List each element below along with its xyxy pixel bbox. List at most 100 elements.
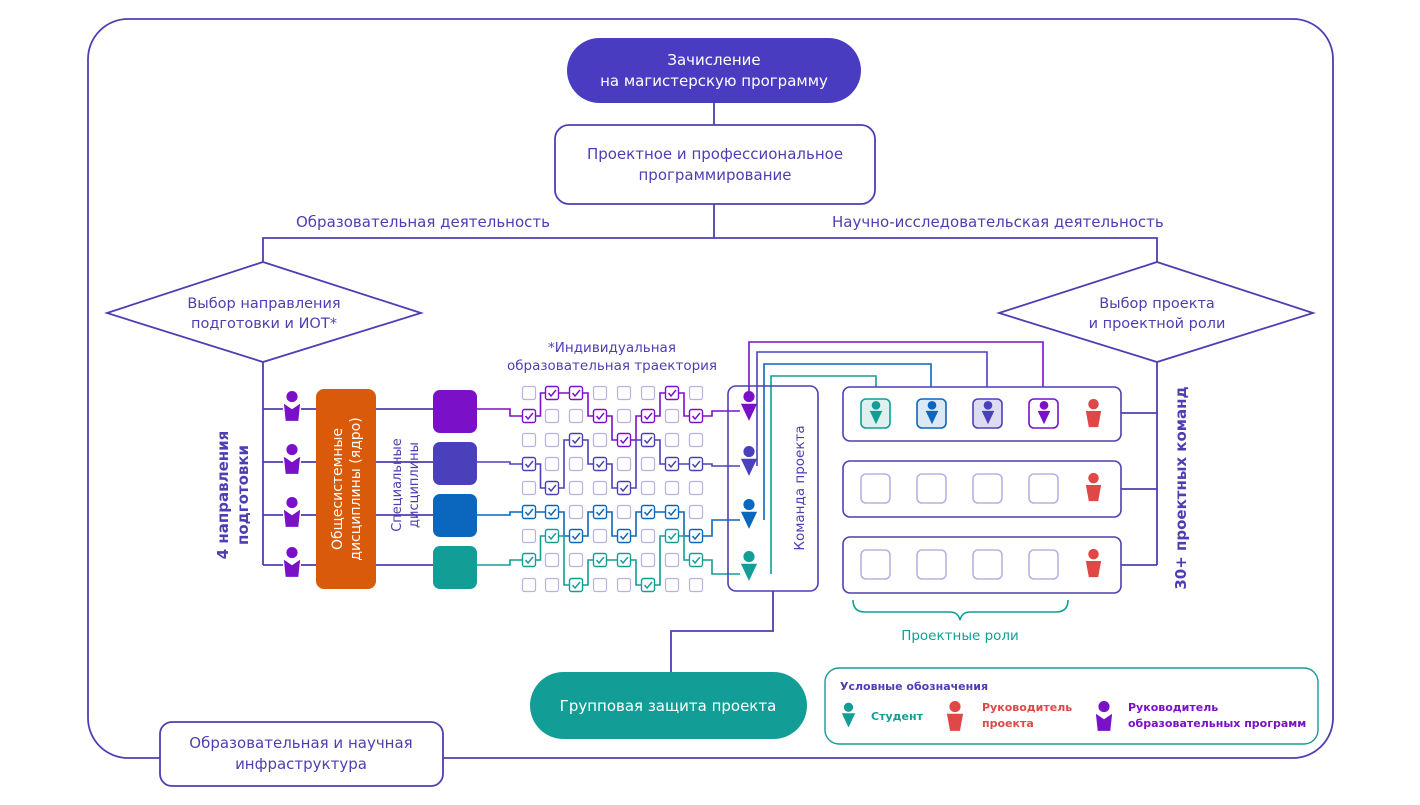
discipline-selected — [568, 577, 584, 593]
programming-node — [554, 124, 876, 205]
role-slot-3-2 — [916, 549, 947, 580]
discipline-selected — [568, 528, 584, 544]
iot-line2: образовательная траектория — [507, 358, 717, 374]
assign-arrow-blue — [763, 363, 936, 520]
check-icon — [595, 460, 605, 469]
discipline-available — [640, 552, 656, 568]
team-student-icon-4 — [740, 551, 758, 581]
discipline-available — [592, 385, 608, 401]
discipline-available — [688, 480, 704, 496]
role-slot-2-4 — [1028, 473, 1059, 504]
check-icon — [571, 436, 581, 445]
check-icon — [667, 508, 677, 517]
check-icon — [691, 412, 701, 421]
team-student-icon-3 — [740, 499, 758, 529]
legend-programs-line1: Руководитель — [1128, 701, 1218, 714]
discipline-selected — [544, 385, 560, 401]
discipline-available — [521, 577, 537, 593]
discipline-available — [544, 456, 560, 472]
discipline-available — [568, 552, 584, 568]
discipline-available — [640, 385, 656, 401]
infra-line2: инфраструктура — [235, 755, 367, 773]
discipline-available — [544, 408, 560, 424]
decision-direction-line2: подготовки и ИОТ* — [191, 316, 337, 332]
decision-project — [996, 261, 1316, 363]
discipline-available — [640, 528, 656, 544]
discipline-available — [664, 480, 680, 496]
check-icon — [595, 508, 605, 517]
legend-leader-line2: проекта — [982, 717, 1034, 730]
trajectory-path — [477, 392, 740, 441]
check-icon — [691, 556, 701, 565]
discipline-available — [592, 577, 608, 593]
discipline-selected — [616, 552, 632, 568]
check-icon — [619, 436, 629, 445]
trajectory-paths — [477, 392, 740, 586]
discipline-available — [568, 480, 584, 496]
discipline-available — [592, 528, 608, 544]
discipline-available — [521, 432, 537, 448]
check-icon — [643, 508, 653, 517]
discipline-available — [616, 577, 632, 593]
discipline-selected — [592, 504, 608, 520]
check-icon — [547, 389, 557, 398]
discipline-available — [616, 456, 632, 472]
check-icon — [691, 532, 701, 541]
programming-line1: Проектное и профессиональное — [587, 145, 843, 163]
decision-project-line1: Выбор проекта — [1099, 296, 1215, 312]
discipline-selected — [616, 528, 632, 544]
discipline-available — [688, 432, 704, 448]
discipline-selected — [521, 408, 537, 424]
project-team-box — [727, 385, 819, 592]
check-icon — [619, 556, 629, 565]
iot-line1: *Индивидуальная — [548, 340, 676, 356]
check-icon — [643, 436, 653, 445]
core-disciplines-block — [316, 389, 376, 589]
check-icon — [643, 581, 653, 590]
branch-education-label: Образовательная деятельность — [296, 213, 550, 231]
check-icon — [619, 532, 629, 541]
core-line1: Общесистемные — [330, 428, 346, 550]
program-leader-icon-2 — [283, 444, 301, 474]
trajectory-path — [477, 439, 740, 489]
team-student-icon-2 — [740, 446, 758, 476]
trajectory-path — [477, 511, 740, 537]
discipline-available — [521, 385, 537, 401]
trajectory-path — [477, 535, 740, 586]
special-line2: дисциплины — [407, 442, 422, 528]
check-icon — [667, 532, 677, 541]
discipline-selected — [664, 385, 680, 401]
special-discipline-1 — [433, 390, 477, 433]
legend-leader-line1: Руководитель — [982, 701, 1072, 714]
team-student-icon-1 — [740, 391, 758, 421]
discipline-selected — [640, 432, 656, 448]
discipline-selected — [664, 456, 680, 472]
decision-direction — [104, 261, 424, 363]
enrollment-node — [567, 38, 861, 103]
core-line2: дисциплины (ядро) — [348, 417, 364, 560]
assign-arrow-violet — [748, 341, 1048, 398]
assign-arrow-indigo — [756, 351, 992, 466]
discipline-available — [688, 577, 704, 593]
check-icon — [619, 484, 629, 493]
check-icon — [524, 556, 534, 565]
check-icon — [571, 532, 581, 541]
discipline-selected — [544, 504, 560, 520]
discipline-available — [688, 385, 704, 401]
discipline-available — [664, 577, 680, 593]
discipline-selected — [688, 456, 704, 472]
discipline-available — [664, 432, 680, 448]
discipline-available — [544, 552, 560, 568]
infra-line1: Образовательная и научная — [189, 734, 412, 752]
check-icon — [547, 508, 557, 517]
discipline-available — [544, 432, 560, 448]
branch-research-label: Научно-исследовательская деятельность — [832, 213, 1164, 231]
outer-frame — [87, 18, 1334, 759]
discipline-available — [616, 385, 632, 401]
check-icon — [524, 508, 534, 517]
discipline-selected — [592, 408, 608, 424]
discipline-available — [544, 577, 560, 593]
legend-title: Условные обозначения — [840, 680, 988, 693]
role-slot-3-4 — [1028, 549, 1059, 580]
